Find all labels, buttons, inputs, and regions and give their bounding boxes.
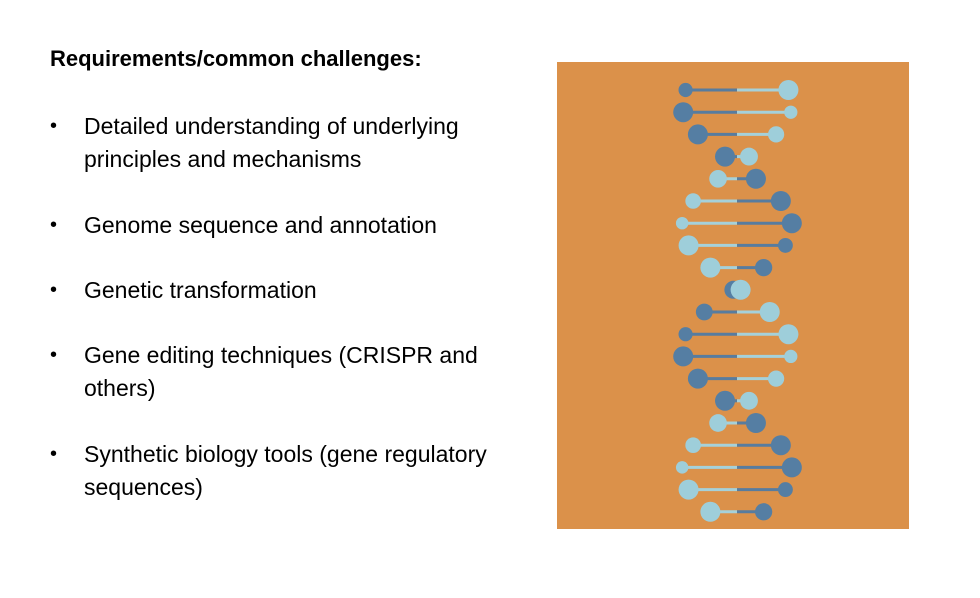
base-node: [715, 146, 736, 167]
base-node: [675, 461, 689, 474]
base-node: [778, 324, 799, 345]
base-node: [777, 482, 793, 498]
dna-helix-icon: [557, 62, 909, 529]
base-node: [673, 346, 694, 367]
slide-heading: Requirements/common challenges:: [50, 46, 422, 71]
base-node: [745, 168, 766, 189]
bullet-text: Detailed understanding of underlying pri…: [84, 113, 459, 172]
bullet-icon: •: [50, 214, 58, 236]
base-node: [770, 435, 791, 456]
base-node: [781, 213, 802, 234]
base-node: [784, 105, 798, 119]
bullet-item: • Genome sequence and annotation: [50, 209, 490, 242]
base-node: [678, 82, 693, 98]
bullet-text: Gene editing techniques (CRISPR and othe…: [84, 342, 478, 401]
base-node: [754, 258, 773, 277]
base-node: [767, 370, 785, 387]
bullet-text: Synthetic biology tools (gene regulatory…: [84, 441, 487, 500]
bullet-icon: •: [50, 279, 58, 301]
base-node: [695, 303, 713, 321]
base-node: [740, 147, 758, 166]
base-node: [687, 124, 708, 145]
base-node: [709, 169, 727, 188]
dna-rungs: [673, 80, 802, 522]
bullet-item: • Synthetic biology tools (gene regulato…: [50, 438, 490, 504]
base-node: [745, 413, 766, 433]
base-node: [715, 390, 736, 411]
bullet-icon: •: [50, 115, 58, 137]
base-node: [673, 102, 694, 123]
base-node: [685, 437, 701, 454]
base-node: [781, 457, 802, 478]
base-node: [675, 216, 689, 230]
base-node: [685, 193, 701, 209]
bullet-item: • Detailed understanding of underlying p…: [50, 110, 490, 176]
base-node: [784, 349, 798, 364]
base-node: [700, 501, 721, 522]
base-node: [678, 327, 693, 342]
base-node: [777, 237, 793, 253]
bullet-icon: •: [50, 443, 58, 465]
base-node: [767, 126, 785, 143]
base-node: [754, 503, 773, 521]
base-node: [759, 302, 780, 322]
base-node: [700, 257, 721, 278]
base-node: [740, 391, 758, 410]
bullet-text: Genetic transformation: [84, 277, 317, 303]
base-node: [687, 368, 708, 389]
bullet-text: Genome sequence and annotation: [84, 212, 437, 238]
base-node: [678, 235, 699, 256]
bullet-icon: •: [50, 344, 58, 366]
base-node: [709, 414, 727, 432]
bullet-item: • Gene editing techniques (CRISPR and ot…: [50, 339, 490, 405]
base-node: [778, 80, 799, 100]
base-node: [678, 479, 699, 500]
requirements-list: • Detailed understanding of underlying p…: [50, 110, 490, 504]
base-node: [730, 279, 751, 300]
base-node: [770, 191, 791, 211]
bullet-item: • Genetic transformation: [50, 274, 490, 307]
